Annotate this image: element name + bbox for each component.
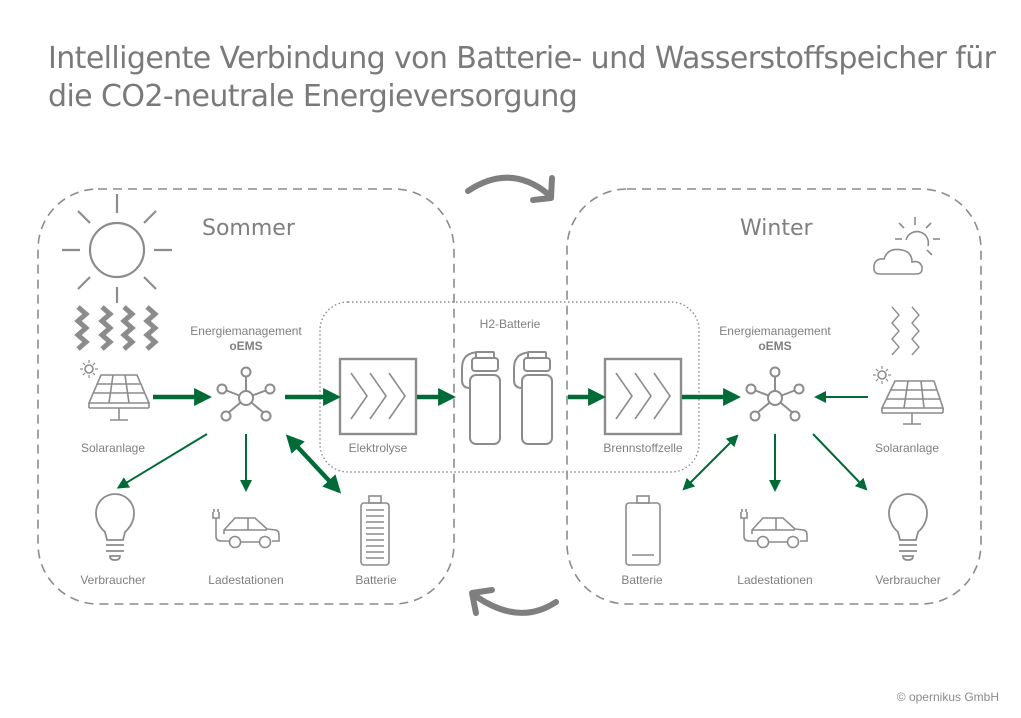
solar-label-summer: Solaranlage	[80, 441, 146, 455]
light-bulb-icon	[95, 493, 135, 561]
copyright: © opernikus GmbH	[896, 690, 999, 704]
electrolysis-label: Elektrolyse	[348, 441, 408, 455]
ems-name: oEMS	[758, 339, 792, 353]
charging-label-summer: Ladestationen	[208, 573, 284, 587]
winter-frame	[566, 188, 982, 605]
heat-waves-icon	[891, 306, 920, 356]
ems-title: Energiemanagement	[719, 324, 831, 338]
hydrogen-frame	[319, 301, 700, 473]
battery-label-summer: Batterie	[355, 573, 397, 587]
solar-panel-icon	[873, 366, 945, 425]
h2-battery-label: H2-Batterie	[479, 317, 541, 331]
ev-charging-car-icon	[740, 509, 808, 549]
h2-tank-icon	[461, 351, 501, 445]
battery-label-winter: Batterie	[621, 573, 663, 587]
title-line-2: die CO2-neutrale Energieversorgung	[48, 79, 578, 114]
electrolysis-icon	[338, 357, 418, 436]
curved-arrow-left-icon	[469, 587, 559, 616]
fuel-cell-label: Brennstoffzelle	[603, 441, 683, 455]
consumer-label-summer: Verbraucher	[80, 573, 146, 587]
season-label-winter: Winter	[740, 216, 813, 241]
ems-label-summer: Energiemanagement oEMS	[190, 324, 301, 354]
ems-label-winter: Energiemanagement oEMS	[719, 324, 830, 354]
ems-title: Energiemanagement	[190, 324, 302, 338]
page-title: Intelligente Verbindung von Batterie- un…	[48, 40, 996, 116]
ems-name: oEMS	[229, 339, 263, 353]
sun-icon	[62, 194, 172, 303]
season-label-summer: Sommer	[202, 216, 295, 241]
ems-hub-icon	[216, 366, 276, 422]
battery-full-icon	[360, 495, 390, 566]
h2-tank-icon	[513, 351, 553, 445]
consumer-label-winter: Verbraucher	[875, 573, 941, 587]
fuel-cell-icon	[603, 357, 683, 436]
solar-label-winter: Solaranlage	[874, 441, 940, 455]
charging-label-winter: Ladestationen	[737, 573, 813, 587]
solar-panel-icon	[80, 360, 151, 421]
arrow-ems-battery-bidirectional	[285, 434, 342, 494]
curved-arrow-right-icon	[465, 174, 555, 203]
ev-charging-car-icon	[212, 509, 280, 549]
arrow-ems-to-consumer-winter	[812, 433, 868, 491]
title-line-1: Intelligente Verbindung von Batterie- un…	[48, 41, 996, 76]
battery-low-icon	[625, 495, 661, 566]
cloud-sun-icon	[873, 217, 940, 275]
arrow-ems-to-consumer	[116, 433, 208, 489]
flow-arrows	[116, 388, 868, 494]
ems-hub-icon	[745, 366, 805, 422]
arrow-ems-battery-bidirectional-winter	[682, 434, 739, 491]
light-bulb-icon	[888, 493, 928, 561]
heat-waves-icon	[74, 305, 159, 351]
